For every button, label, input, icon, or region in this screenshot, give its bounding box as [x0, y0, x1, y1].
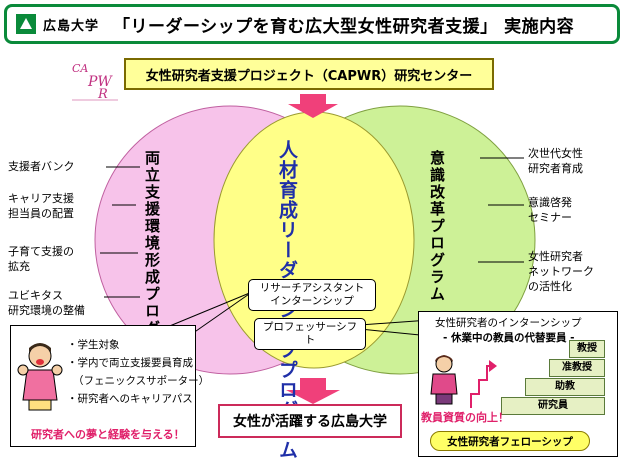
left-item-career-1: キャリア支援 — [8, 192, 74, 205]
left-callout-note: 研究者への夢と経験を与える！ — [31, 428, 185, 441]
university-name: 広島大学 — [43, 18, 100, 34]
hiroshima-univ-logo-icon — [16, 14, 36, 34]
research-assistant-pill: リサーチアシスタント インターンシップ — [248, 279, 376, 311]
right-item-network-1: 女性研究者 — [528, 250, 583, 263]
right-callout-note: 教員資質の向上！ — [421, 411, 509, 424]
down-arrow-bottom-icon — [286, 378, 340, 404]
header-banner: 広島大学 「リーダーシップを育む広大型女性研究者支援」 実施内容 — [4, 4, 620, 44]
left-callout-item-4: ・研究者へのキャリアパス — [67, 393, 193, 405]
step-researcher: 研究員 — [501, 397, 605, 415]
left-callout-item-1: ・学生対象 — [67, 339, 120, 351]
woman-researcher-icon — [430, 355, 458, 405]
page-title: 「リーダーシップを育む広大型女性研究者支援」 実施内容 — [113, 16, 575, 37]
right-item-network-2: ネットワーク — [528, 265, 594, 278]
left-callout-item-3: （フェニックスサポーター） — [73, 375, 210, 387]
left-callout-item-2: ・学内で両立支援要員育成 — [67, 357, 193, 369]
step-associate-professor: 准教授 — [549, 359, 605, 377]
right-circle-label: 意識改革プログラム — [428, 150, 446, 303]
right-callout-subtitle: - 休業中の教員の代替要員 - — [443, 332, 575, 344]
left-item-ubiquitous-2: 研究環境の整備 — [8, 304, 85, 317]
fellowship-pill: 女性研究者フェローシップ — [430, 431, 590, 451]
left-item-ubiquitous-1: ユビキタス — [8, 289, 63, 302]
right-item-network-3: の活性化 — [528, 280, 572, 293]
left-item-childcare-1: 子育て支援の — [8, 245, 74, 258]
svg-text:CA: CA — [72, 62, 88, 75]
right-item-seminar-1: 意識啓発 — [528, 196, 572, 209]
down-arrow-top-icon — [288, 94, 338, 118]
svg-text:R: R — [97, 87, 108, 102]
step-professor: 教授 — [569, 340, 605, 358]
professor-shift-pill: プロフェッサーシフト — [254, 318, 366, 350]
right-item-next-gen-1: 次世代女性 — [528, 147, 583, 160]
left-item-support-bank: 支援者バンク — [8, 160, 75, 173]
left-item-childcare-2: 拡充 — [8, 260, 30, 273]
left-circle-label: 両立支援環境形成プログラム — [143, 150, 161, 371]
capwr-logo-icon: CA PW R — [72, 62, 118, 102]
research-center-box: 女性研究者支援プロジェクト（CAPWR）研究センター — [124, 58, 494, 90]
right-item-next-gen-2: 研究者育成 — [528, 162, 583, 175]
staircase-arrow-icon — [470, 360, 497, 408]
right-item-seminar-2: セミナー — [528, 211, 572, 224]
result-box: 女性が活躍する広島大学 — [218, 404, 402, 438]
right-callout-title: 女性研究者のインターンシップ — [435, 317, 582, 329]
cheering-woman-icon — [17, 343, 63, 411]
step-assistant-professor: 助教 — [525, 378, 605, 396]
svg-text:PW: PW — [87, 74, 113, 90]
left-item-career-2: 担当員の配置 — [8, 207, 74, 220]
left-callout: ・学生対象 ・学内で両立支援要員育成 （フェニックスサポーター） ・研究者へのキ… — [10, 325, 209, 447]
